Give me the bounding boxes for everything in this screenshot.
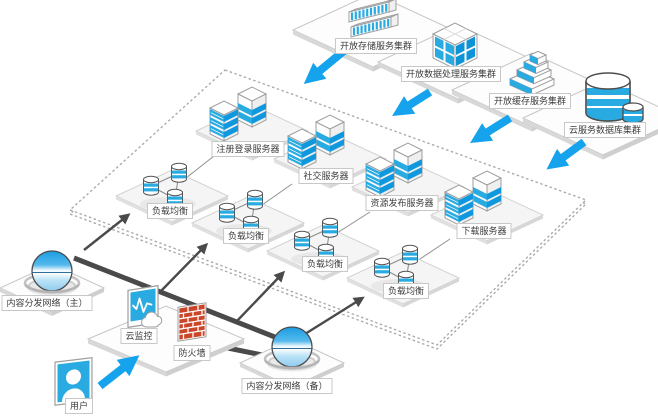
lb4-label: 负载均衡 [382, 283, 430, 300]
cluster-storage-label: 开放存储服务集群 [334, 38, 418, 55]
cluster-database-label: 云服务数据库集群 [563, 122, 647, 139]
server-social-label: 社交服务器 [298, 168, 354, 185]
brick-wall-icon [177, 302, 207, 342]
user-node [54, 355, 140, 406]
cdn-backup-label: 内容分发网络（备） [241, 378, 333, 395]
flow-arrow-database [546, 138, 587, 170]
cdn-primary-label: 内容分发网络（主） [1, 295, 93, 312]
flow-arrow-data [392, 88, 433, 117]
cluster-flow-arrows [303, 46, 587, 170]
lb3-label: 负载均衡 [301, 256, 349, 273]
server-download-label: 下载服务器 [456, 223, 512, 240]
server-register-label: 注册登录服务器 [211, 141, 285, 158]
user-label: 用户 [64, 398, 94, 415]
globe-icon [23, 249, 81, 297]
connector-resource-lb3 [336, 211, 371, 234]
flow-arrow-storage [303, 46, 348, 84]
cloud-monitor-label: 云监控 [120, 328, 158, 345]
monitor-firewall-platform [87, 284, 245, 377]
branch-arrow-lb1 [83, 213, 131, 251]
connector-download-lb4 [416, 238, 451, 262]
flow-arrow-user [97, 355, 140, 390]
trunk-cdn-primary-to-backup [73, 255, 291, 346]
connector-social-lb2 [261, 183, 293, 206]
branch-arrow-lb4 [304, 296, 365, 336]
monitor-waveform-icon [127, 284, 163, 329]
server-lb-connectors [185, 155, 451, 262]
branch-arrow-lb2 [159, 242, 209, 293]
flow-arrow-cache [470, 114, 513, 143]
cluster-cache-label: 开放缓存服务集群 [488, 93, 572, 110]
cluster-data-label: 开放数据处理服务集群 [400, 66, 502, 83]
firewall-label: 防火墙 [173, 345, 211, 362]
connector-register-lb1 [185, 155, 215, 179]
lb2-label: 负载均衡 [222, 228, 270, 245]
lb1-label: 负载均衡 [146, 203, 194, 220]
branch-arrow-lb3 [235, 270, 286, 323]
server-resource-label: 资源发布服务器 [365, 195, 439, 212]
